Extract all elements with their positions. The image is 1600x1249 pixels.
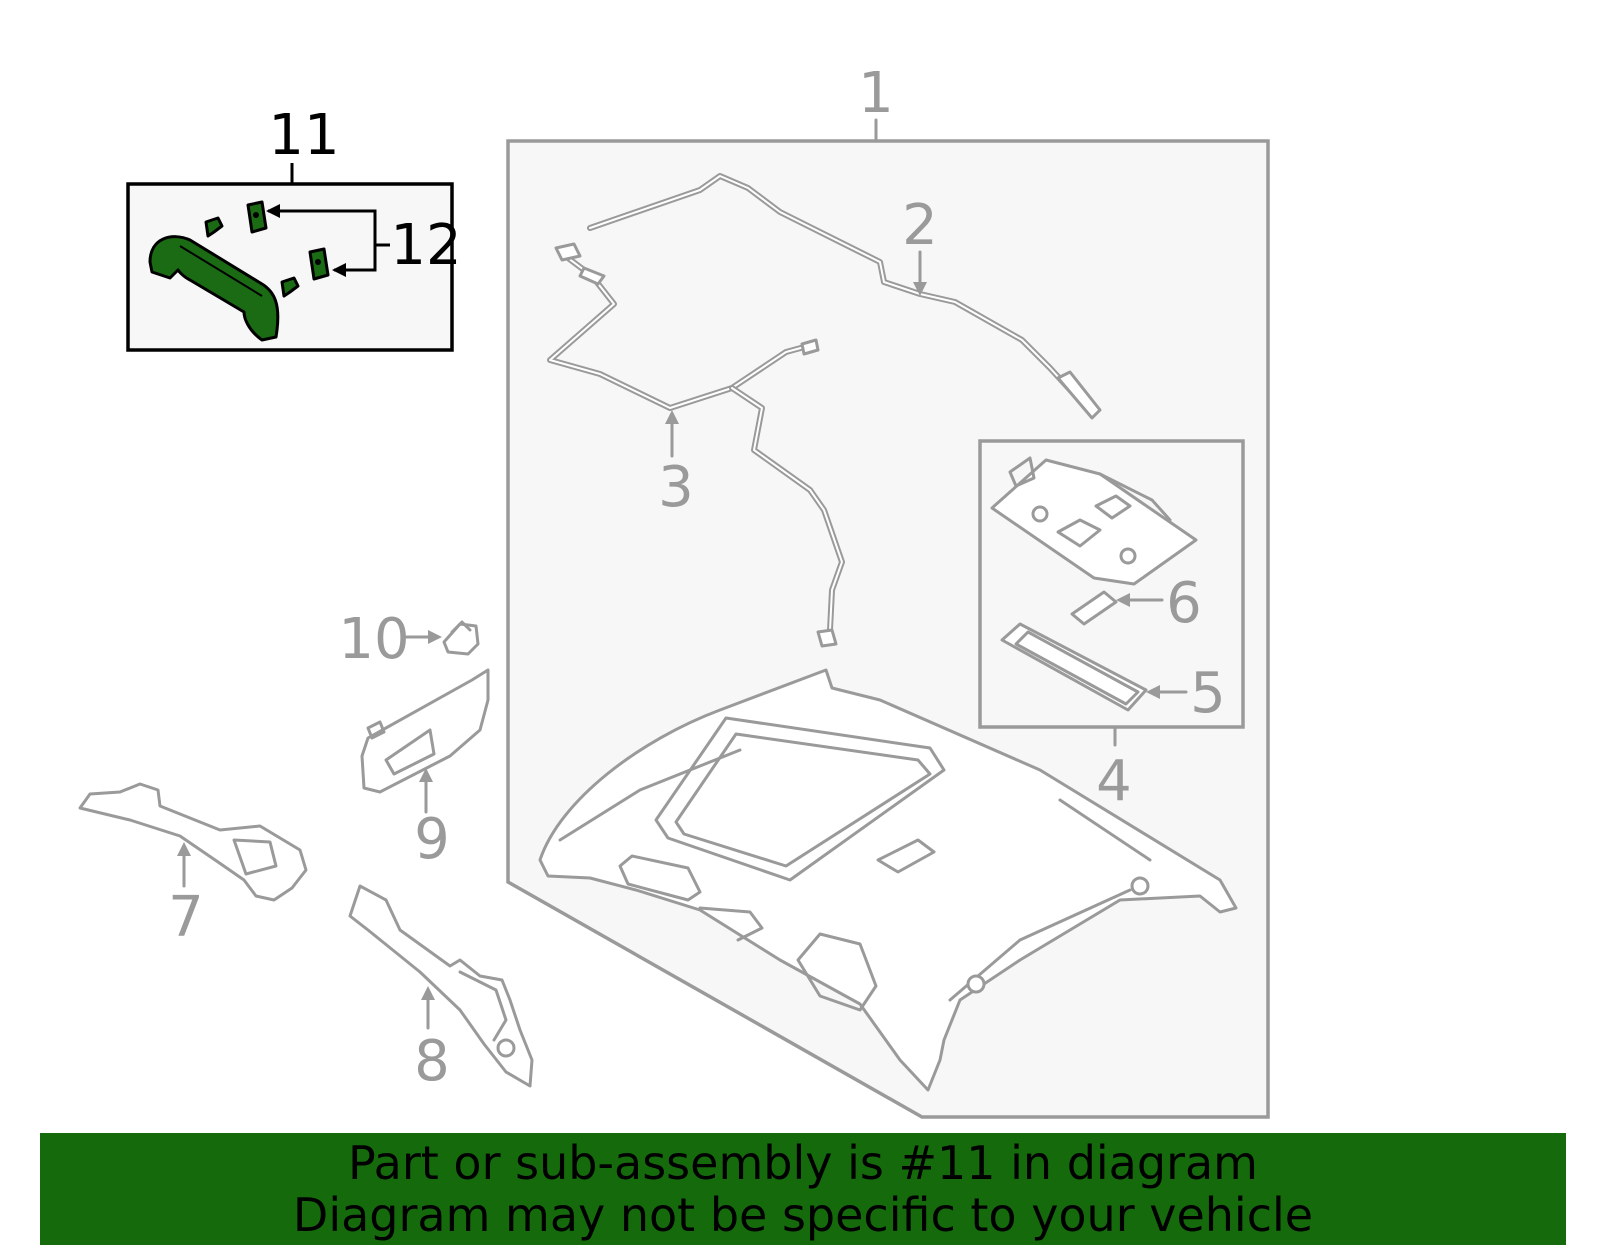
sun-visor-icon bbox=[360, 668, 490, 794]
dome-light-box[interactable] bbox=[978, 439, 1245, 747]
callout-5[interactable]: 5 bbox=[1190, 661, 1226, 726]
bulb-icon bbox=[1070, 590, 1118, 626]
callout-6[interactable]: 6 bbox=[1166, 571, 1202, 636]
info-banner: Part or sub-assembly is #11 in diagram D… bbox=[40, 1133, 1566, 1245]
banner-line-1: Part or sub-assembly is #11 in diagram bbox=[348, 1136, 1258, 1190]
callout-12[interactable]: 12 bbox=[390, 213, 461, 278]
grab-handle-icon bbox=[148, 235, 280, 342]
visor-clip-10[interactable] bbox=[400, 620, 480, 656]
callout-10[interactable]: 10 bbox=[338, 607, 409, 672]
callout-9[interactable]: 9 bbox=[414, 807, 450, 872]
callout-11[interactable]: 11 bbox=[268, 103, 339, 168]
callout-7[interactable]: 7 bbox=[168, 885, 204, 950]
wire-harness-3[interactable] bbox=[547, 242, 845, 648]
screw-icon bbox=[280, 276, 300, 298]
banner-line-2: Diagram may not be specific to your vehi… bbox=[292, 1188, 1314, 1242]
screw-icon bbox=[204, 216, 224, 238]
callout-8[interactable]: 8 bbox=[414, 1029, 450, 1094]
callout-1[interactable]: 1 bbox=[858, 61, 894, 126]
headliner-panel[interactable] bbox=[538, 250, 1238, 1092]
grab-handle-inset[interactable] bbox=[126, 163, 454, 352]
roof-rail-7[interactable] bbox=[78, 782, 308, 902]
roof-rail-8[interactable] bbox=[348, 884, 534, 1088]
callout-4[interactable]: 4 bbox=[1096, 749, 1132, 814]
callout-3[interactable]: 3 bbox=[658, 455, 694, 520]
sun-visor-9[interactable] bbox=[360, 668, 490, 814]
dome-light-housing-icon bbox=[990, 458, 1198, 586]
lens-icon bbox=[1000, 622, 1148, 712]
callout-2[interactable]: 2 bbox=[902, 193, 938, 258]
wire-harness-2[interactable] bbox=[587, 173, 1102, 420]
